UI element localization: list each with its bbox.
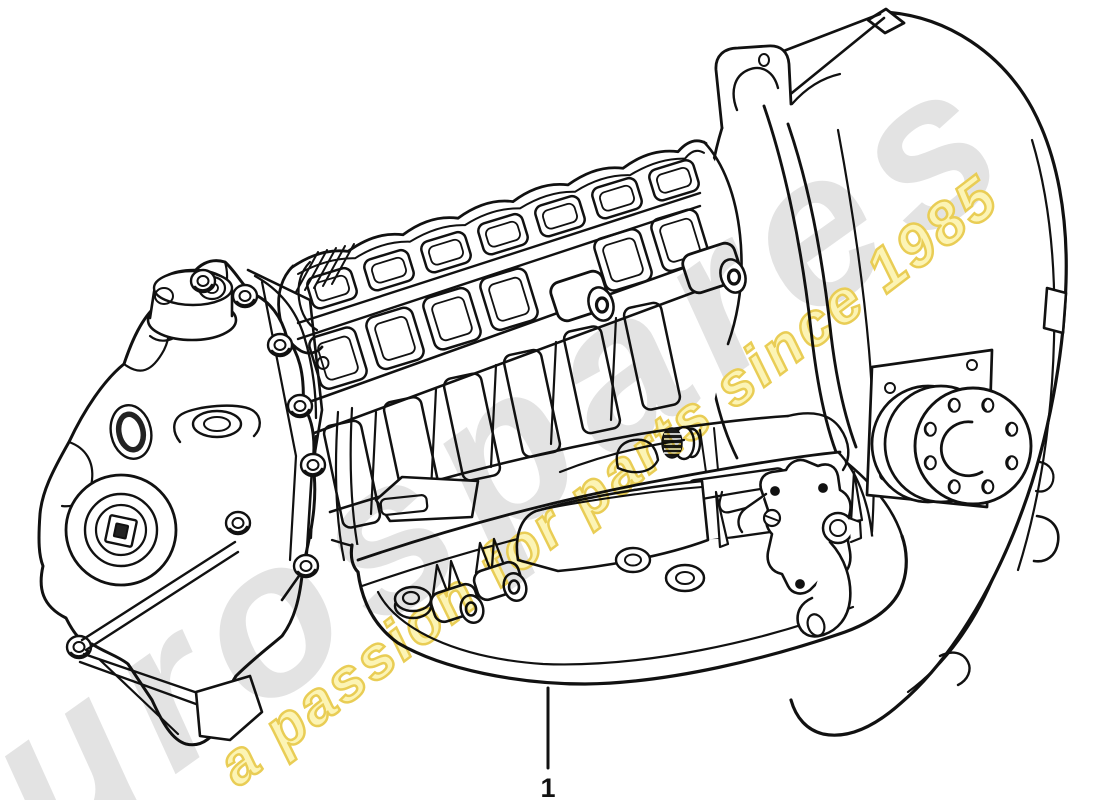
svg-text:1: 1 bbox=[540, 773, 555, 800]
